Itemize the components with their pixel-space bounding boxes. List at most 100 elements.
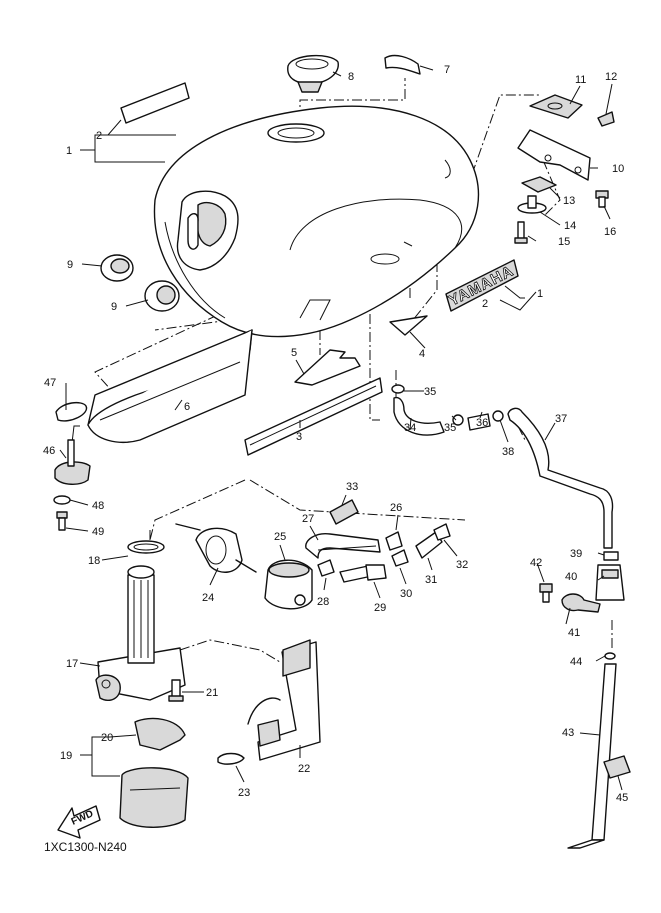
- hose-34: [393, 396, 445, 436]
- callout-12: 12: [605, 71, 617, 83]
- callout-44: 44: [570, 656, 582, 668]
- callout-15: 15: [558, 236, 570, 248]
- clip-23: [217, 752, 245, 765]
- filter-40: [595, 564, 625, 601]
- callout-5: 5: [291, 347, 297, 359]
- callout-numbers: 1 1 2 2 3 4 5 6 7 8 9 9 10 11 12 13 14 1…: [43, 64, 628, 804]
- bolt-42: [539, 583, 553, 603]
- callout-35a: 35: [424, 386, 436, 398]
- clip-26: [385, 531, 403, 551]
- callout-20: 20: [101, 732, 113, 744]
- pad-4: [389, 315, 428, 336]
- oring-47: [55, 401, 88, 422]
- cap-9a: [100, 254, 134, 282]
- callout-1a: 1: [66, 145, 72, 157]
- callout-23: 23: [238, 787, 250, 799]
- callout-9a: 9: [67, 259, 73, 271]
- callout-16: 16: [604, 226, 616, 238]
- pipe-31: [415, 531, 443, 559]
- sender-unit-46: [54, 425, 91, 485]
- tank-cover-bracket: [176, 190, 239, 271]
- callout-36: 36: [476, 417, 488, 429]
- callout-32: 32: [456, 559, 468, 571]
- screw-12: [597, 111, 615, 127]
- bracket-22: [247, 639, 321, 761]
- callout-48: 48: [92, 500, 104, 512]
- bolt-16: [595, 190, 609, 208]
- callout-25: 25: [274, 531, 286, 543]
- forward-arrow-icon: FWD: [57, 805, 101, 839]
- callout-42: 42: [530, 557, 542, 569]
- callout-40: 40: [565, 571, 577, 583]
- pad-5: [294, 349, 361, 386]
- fuel-filter-24: [175, 523, 257, 573]
- callout-14: 14: [564, 220, 576, 232]
- callout-21: 21: [206, 687, 218, 699]
- callout-19: 19: [60, 750, 72, 762]
- callout-34: 34: [404, 422, 416, 434]
- callout-29: 29: [374, 602, 386, 614]
- callout-11: 11: [575, 74, 586, 86]
- clip-38: [492, 410, 504, 422]
- clip-35b: [452, 414, 464, 426]
- callout-41: 41: [568, 627, 580, 639]
- hose-27: [305, 533, 381, 559]
- callout-35b: 35: [444, 422, 456, 434]
- clip-33: [329, 499, 359, 525]
- bracket-10: [517, 129, 591, 181]
- callout-37: 37: [555, 413, 567, 425]
- hose-43: [567, 663, 617, 849]
- screw-21: [168, 679, 184, 702]
- bracket-41: [561, 593, 601, 613]
- callout-26: 26: [390, 502, 402, 514]
- cap-9b: [144, 280, 180, 312]
- tape-7: [384, 54, 421, 75]
- clip-30: [391, 549, 409, 567]
- fuel-pump-25: [264, 559, 313, 610]
- clip-39: [603, 551, 619, 561]
- callout-46: 46: [43, 445, 55, 457]
- decal-upper: [120, 82, 190, 124]
- side-cover-6: [87, 329, 253, 443]
- callout-43: 43: [562, 727, 574, 739]
- callout-10: 10: [612, 163, 624, 175]
- callout-9b: 9: [111, 301, 117, 313]
- callout-38: 38: [502, 446, 514, 458]
- clip-28: [317, 559, 335, 577]
- callout-1b: 1: [537, 288, 543, 300]
- callout-49: 49: [92, 526, 104, 538]
- oring-18: [127, 540, 165, 554]
- callout-2a: 2: [96, 130, 102, 142]
- callout-39: 39: [570, 548, 582, 560]
- callout-4: 4: [419, 348, 425, 360]
- callout-17: 17: [66, 658, 78, 670]
- clip-44: [604, 652, 616, 660]
- callout-47: 47: [44, 377, 56, 389]
- leader-lines: [59, 65, 623, 791]
- damper-13: [521, 176, 557, 193]
- callout-27: 27: [302, 513, 314, 525]
- callout-33: 33: [346, 481, 358, 493]
- callout-30: 30: [400, 588, 412, 600]
- callout-3: 3: [296, 431, 302, 443]
- fuel-cap-8: [287, 55, 339, 93]
- callout-31: 31: [425, 574, 437, 586]
- cover-19: [119, 767, 189, 828]
- plate-3: [244, 377, 383, 456]
- clip-35a: [391, 384, 405, 394]
- callout-7: 7: [444, 64, 450, 76]
- hose-37: [507, 407, 614, 549]
- callout-18: 18: [88, 555, 100, 567]
- joint-29: [339, 564, 387, 583]
- clip-32: [433, 523, 451, 541]
- callout-22: 22: [298, 763, 310, 775]
- callout-6: 6: [184, 401, 190, 413]
- fuel-cock-17: [95, 565, 186, 702]
- bolt-15: [514, 221, 528, 244]
- fuel-tank: [153, 105, 480, 338]
- callout-28: 28: [317, 596, 329, 608]
- callout-24: 24: [202, 592, 214, 604]
- diagram-code: 1XC1300-N240: [44, 840, 127, 854]
